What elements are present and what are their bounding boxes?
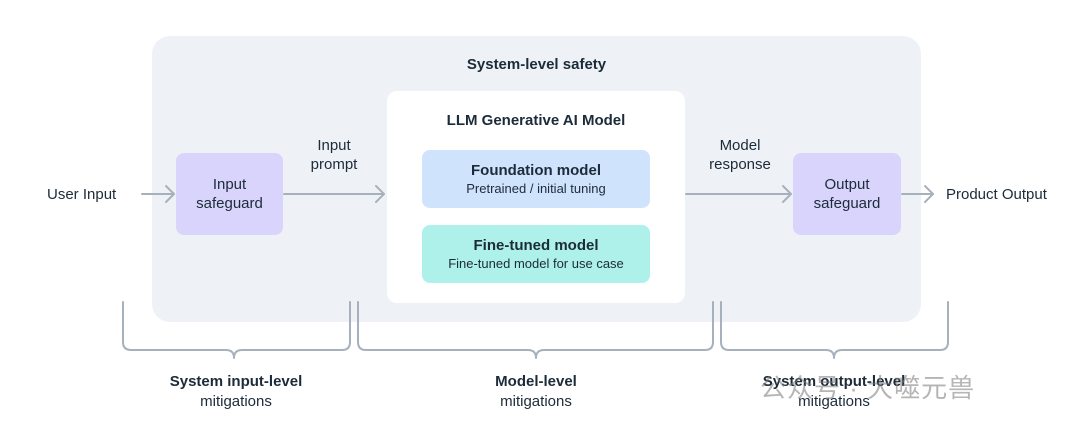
input-level-mitigations-label: System input-level mitigations	[169, 373, 303, 410]
system-level-safety-title: System-level safety	[466, 56, 607, 73]
input-prompt-label: Input prompt	[310, 137, 358, 173]
input-safeguard-box: Input safeguard	[176, 153, 283, 235]
model-level-mitigations-label: Model-level mitigations	[495, 373, 577, 410]
llm-model-title: LLM Generative AI Model	[446, 112, 626, 129]
product-output-label: Product Output	[946, 186, 1047, 203]
model-response-label: Model response	[709, 137, 771, 173]
bracket-model-level	[357, 301, 714, 359]
output-safeguard-box: Output safeguard	[793, 153, 901, 235]
watermark: 公众号 · 大噬元兽	[760, 373, 976, 403]
foundation-model-box: Foundation model Pretrained / initial tu…	[422, 150, 650, 208]
output-level-mitigations-label: System output-level mitigations	[762, 373, 906, 410]
user-input-label: User Input	[47, 186, 117, 203]
fine-tuned-model-box: Fine-tuned model Fine-tuned model for us…	[422, 225, 650, 283]
bracket-input-level	[122, 301, 351, 359]
bracket-output-level	[720, 301, 949, 359]
